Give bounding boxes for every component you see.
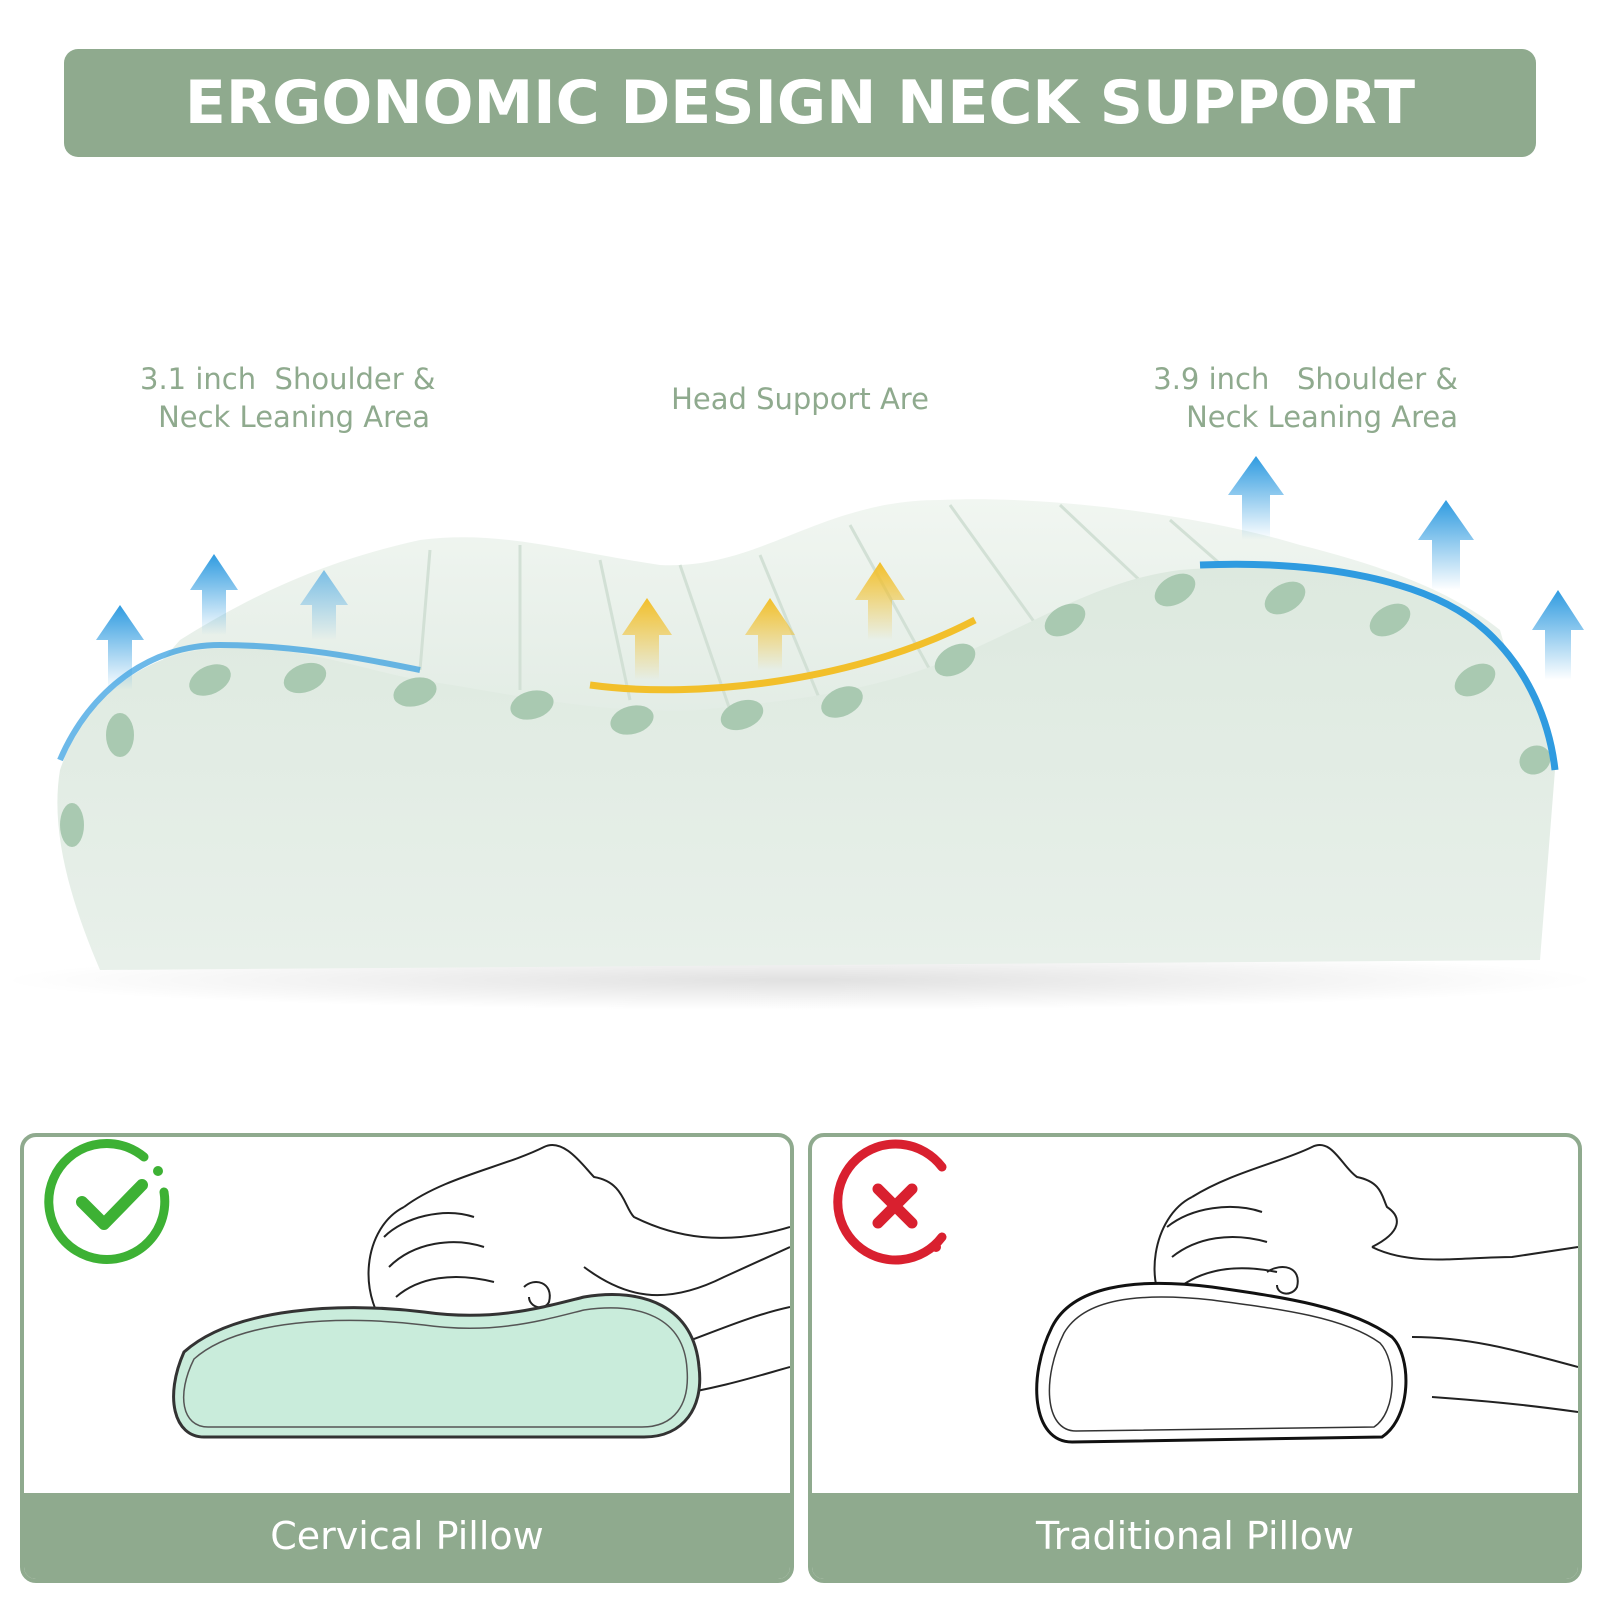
page-title: ERGONOMIC DESIGN NECK SUPPORT <box>184 68 1416 138</box>
yellow-support-arrows <box>622 562 905 680</box>
blue-support-arrows <box>96 456 1584 690</box>
cervical-pillow-sketch <box>44 1139 790 1439</box>
pillow-front-face <box>57 567 1556 970</box>
right-zone-label-line1: 3.9 inch Shoulder & <box>1153 362 1458 396</box>
left-zone-label-line2: Neck Leaning Area <box>158 400 430 434</box>
title-banner: ERGONOMIC DESIGN NECK SUPPORT <box>64 49 1536 157</box>
check-circle-icon <box>44 1139 170 1264</box>
blue-arrow-icon <box>1532 590 1584 680</box>
traditional-pillow-caption-text: Traditional Pillow <box>1035 1514 1354 1558</box>
traditional-pillow-caption: Traditional Pillow <box>812 1493 1578 1579</box>
right-zone-label-line2: Neck Leaning Area <box>1186 400 1458 434</box>
middle-zone-label-line1: Head Support Are <box>671 382 929 416</box>
middle-zone-label: Head Support Are <box>600 380 1000 418</box>
middle-contour-line <box>589 616 977 694</box>
yellow-arrow-icon <box>622 598 672 680</box>
cervical-pillow-caption-text: Cervical Pillow <box>270 1514 544 1558</box>
traditional-pillow-sketch <box>833 1139 1578 1444</box>
blue-arrow-icon <box>300 570 348 640</box>
blue-arrow-icon <box>1228 456 1284 540</box>
right-contour-line <box>1199 560 1559 771</box>
right-zone-label: 3.9 inch Shoulder & Neck Leaning Area <box>1148 360 1458 436</box>
cross-circle-icon <box>833 1139 947 1265</box>
blue-arrow-icon <box>96 605 144 690</box>
left-zone-label-line1: 3.1 inch Shoulder & <box>140 362 436 396</box>
yellow-arrow-icon <box>745 598 795 670</box>
left-contour-line <box>57 641 421 762</box>
traditional-pillow-panel: Traditional Pillow <box>808 1133 1582 1583</box>
pillow-illustration <box>0 456 1600 1010</box>
cervical-pillow-shape <box>172 1293 702 1439</box>
foam-holes <box>60 573 1551 847</box>
left-zone-label: 3.1 inch Shoulder & Neck Leaning Area <box>140 360 436 436</box>
traditional-pillow-shape <box>1035 1281 1408 1444</box>
cervical-pillow-panel: Cervical Pillow <box>20 1133 794 1583</box>
cervical-pillow-caption: Cervical Pillow <box>24 1493 790 1579</box>
yellow-arrow-icon <box>855 562 905 640</box>
blue-arrow-icon <box>1418 500 1474 590</box>
blue-arrow-icon <box>190 554 238 635</box>
